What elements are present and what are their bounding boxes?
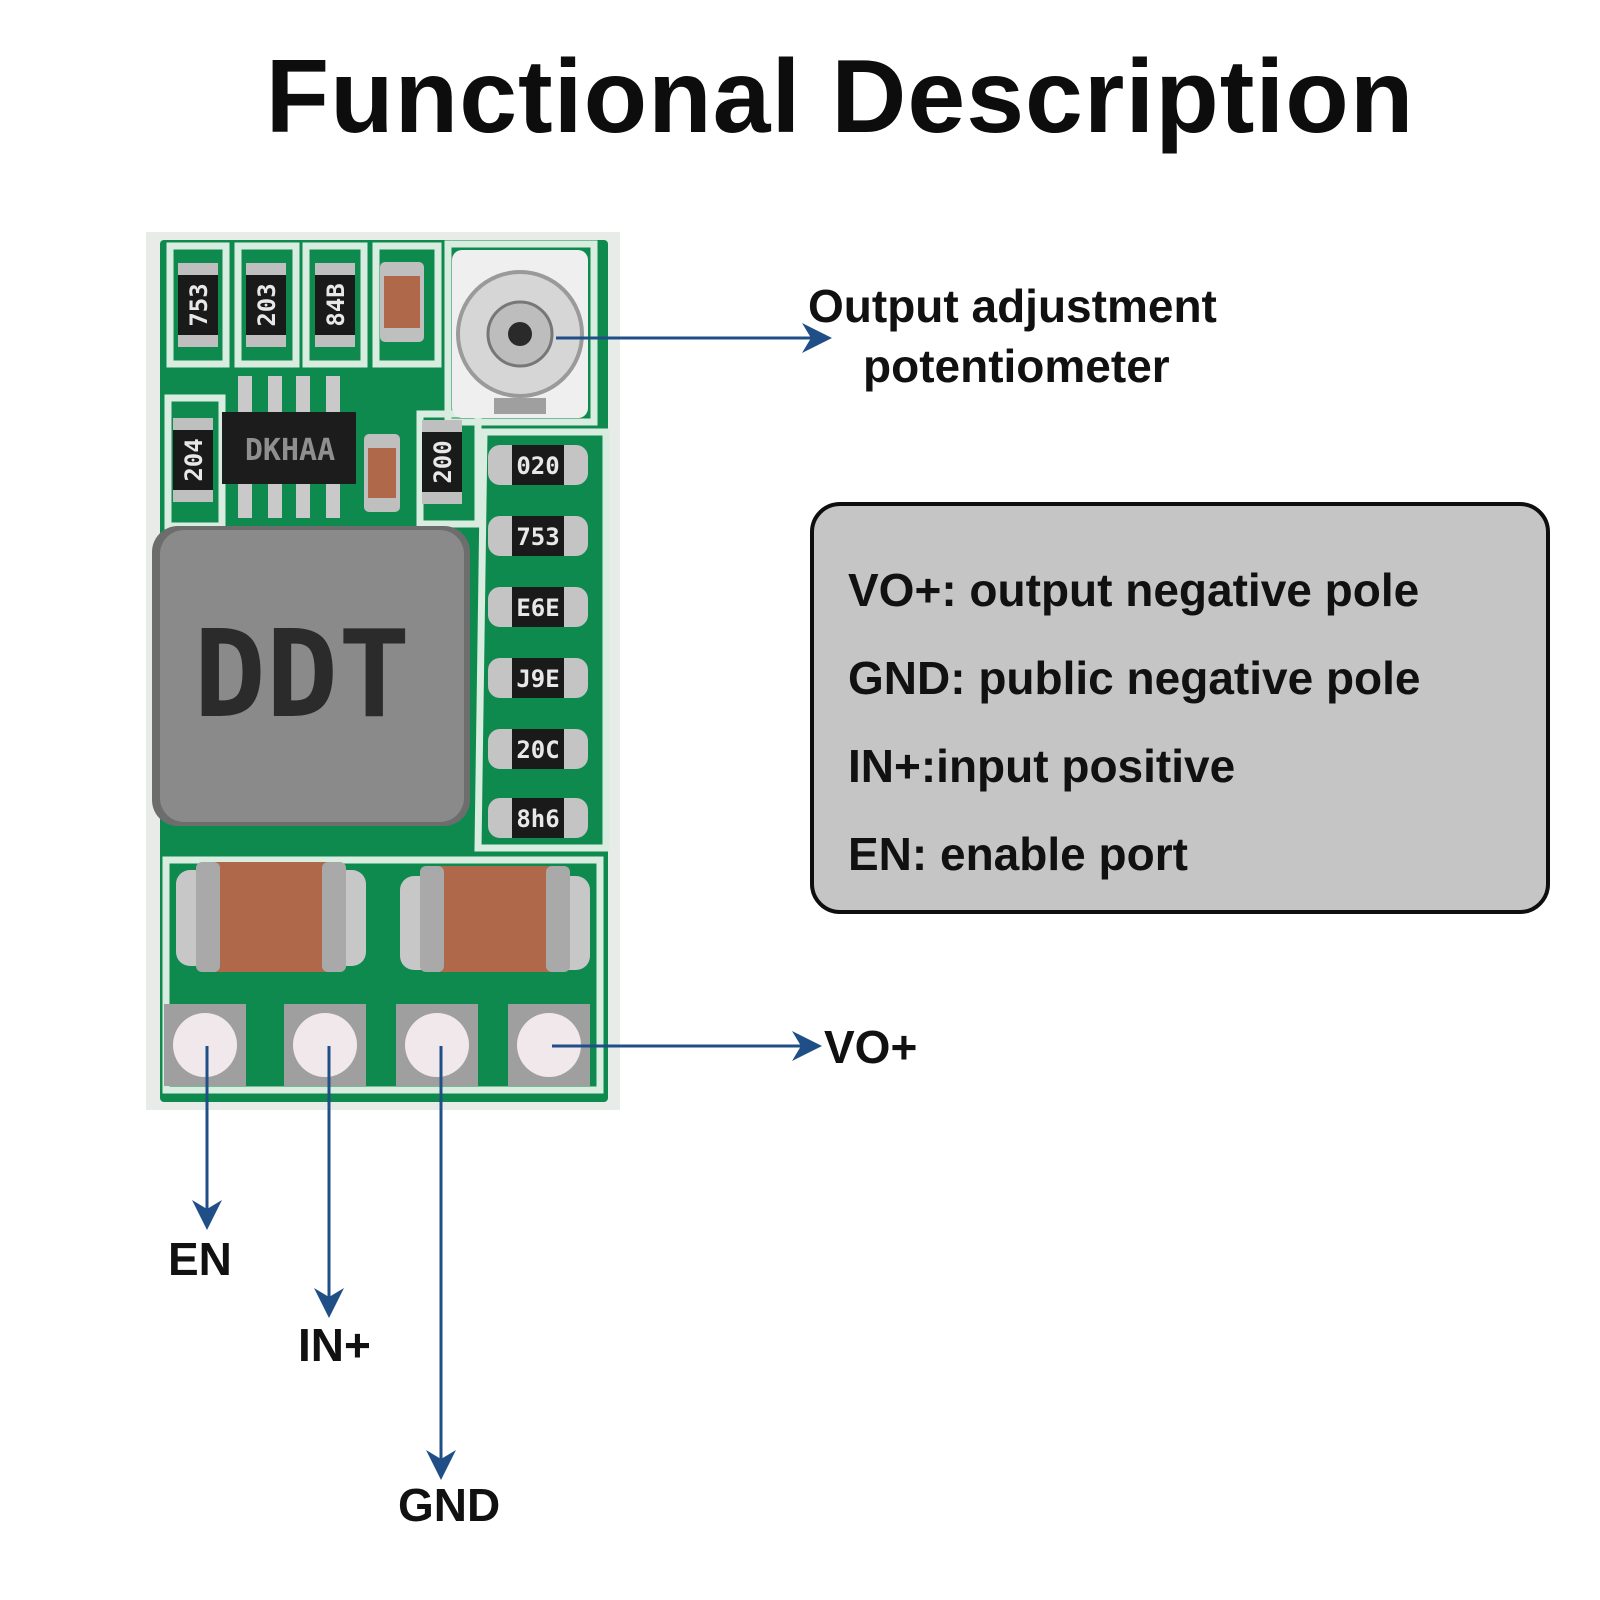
description-in: IN+:input positive: [848, 740, 1236, 792]
pin-label-vo: VO+: [824, 1021, 918, 1073]
resistor-marking: J9E: [516, 665, 559, 693]
resistor-marking: 753: [516, 523, 559, 551]
resistor-marking: 204: [180, 438, 208, 481]
resistor-marking: 84B: [322, 283, 350, 326]
output-capacitors: [176, 862, 590, 972]
pin-pads: [164, 1004, 590, 1086]
top-resistors: 753 203 84B: [178, 262, 424, 347]
page-title: Functional Description: [265, 39, 1415, 155]
potentiometer-label-line1: Output adjustment: [808, 280, 1217, 332]
resistor-marking: 20C: [516, 736, 559, 764]
description-en: EN: enable port: [848, 828, 1188, 880]
inductor: DDT: [152, 526, 470, 826]
ic-chip: DKHAA: [222, 376, 356, 518]
description-gnd: GND: public negative pole: [848, 652, 1421, 704]
pin-label-in: IN+: [298, 1319, 371, 1371]
resistor-marking: 8h6: [516, 805, 559, 833]
resistor-marking: 200: [429, 440, 457, 483]
ic-marking: DKHAA: [245, 433, 335, 468]
resistor-marking: E6E: [516, 594, 559, 622]
pin-description-box: VO+: output negative pole GND: public ne…: [810, 502, 1550, 914]
potentiometer-label: Output adjustment potentiometer: [808, 276, 1217, 396]
resistor-marking: 203: [253, 283, 281, 326]
resistor-marking: 753: [185, 283, 213, 326]
potentiometer: [452, 250, 588, 418]
potentiometer-label-line2: potentiometer: [863, 340, 1170, 392]
resistor-marking: 020: [516, 452, 559, 480]
pin-label-gnd: GND: [398, 1479, 501, 1531]
pin-label-en: EN: [168, 1233, 232, 1285]
mid-resistors: 204 200: [173, 418, 462, 512]
inductor-marking: DDT: [194, 606, 411, 745]
description-vo: VO+: output negative pole: [848, 564, 1420, 616]
right-resistor-column: 020 753 E6E J9E 20C 8h6: [488, 445, 588, 838]
leader-arrows: [192, 323, 832, 1480]
